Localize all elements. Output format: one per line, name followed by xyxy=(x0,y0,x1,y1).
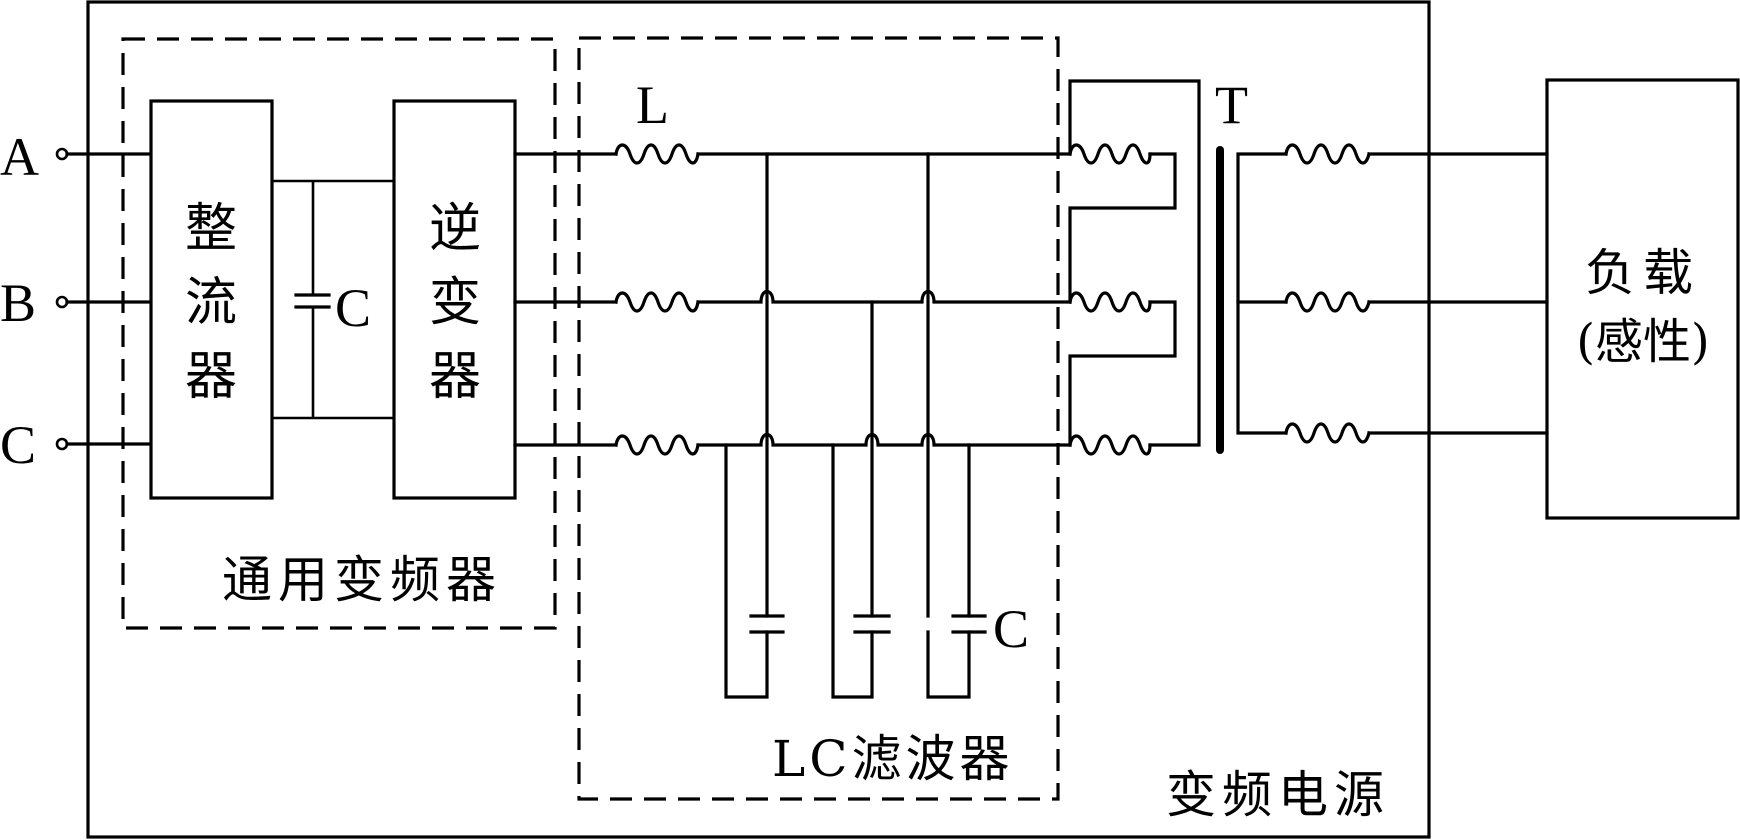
inverter-label-3: 器 xyxy=(429,347,481,407)
inverter-label-1: 逆 xyxy=(429,199,481,259)
filter-capacitor-1 xyxy=(724,443,785,699)
dc-capacitor-label: C xyxy=(335,278,371,338)
filter-capacitor-2 xyxy=(831,443,891,699)
filter-capacitor-label: C xyxy=(993,599,1029,659)
inductor-a xyxy=(614,143,700,165)
lc-filter: L xyxy=(513,75,1072,788)
transformer-label: T xyxy=(1215,75,1248,135)
general-vfd-boundary xyxy=(121,37,557,630)
power-supply-box xyxy=(86,0,1431,839)
input-terminals: A B C xyxy=(0,127,69,475)
transformer: T xyxy=(1068,75,1549,456)
power-supply-label: 变频电源 xyxy=(1166,766,1390,824)
primary-coil-a xyxy=(1068,143,1152,165)
primary-coil-c xyxy=(1068,434,1152,456)
secondary-coil-b xyxy=(1284,291,1371,313)
inverter: 逆 变 器 xyxy=(392,99,517,500)
rectifier-label-1: 整 xyxy=(185,199,237,259)
inductor-c xyxy=(614,434,700,456)
rectifier-label-3: 器 xyxy=(185,347,237,407)
terminal-a-label: A xyxy=(0,127,39,187)
primary-coil-b xyxy=(1068,291,1152,313)
secondary-coil-a xyxy=(1284,143,1371,165)
terminal-c-label: C xyxy=(0,415,36,475)
load-box[interactable] xyxy=(1545,78,1740,520)
lc-filter-boundary xyxy=(577,36,1060,801)
inductor-label: L xyxy=(636,75,669,135)
rectifier-box[interactable] xyxy=(149,99,274,500)
general-vfd-label: 通用变频器 xyxy=(222,551,502,609)
load-label-line1: 负载 xyxy=(1585,244,1701,302)
rectifier: 整 流 器 xyxy=(149,99,274,500)
dc-link: C xyxy=(272,179,393,420)
filter-capacitor-3 xyxy=(926,443,987,699)
load-label-line2: (感性) xyxy=(1576,314,1709,370)
input-wires xyxy=(65,152,152,446)
inverter-label-2: 变 xyxy=(429,273,481,333)
load: 负载 (感性) xyxy=(1545,78,1740,520)
inverter-box[interactable] xyxy=(392,99,517,500)
inductor-b xyxy=(614,291,700,313)
terminal-b-label: B xyxy=(0,273,36,333)
rectifier-label-2: 流 xyxy=(185,273,237,333)
secondary-coil-c xyxy=(1284,422,1371,444)
lc-filter-label: LC滤波器 xyxy=(772,730,1013,788)
